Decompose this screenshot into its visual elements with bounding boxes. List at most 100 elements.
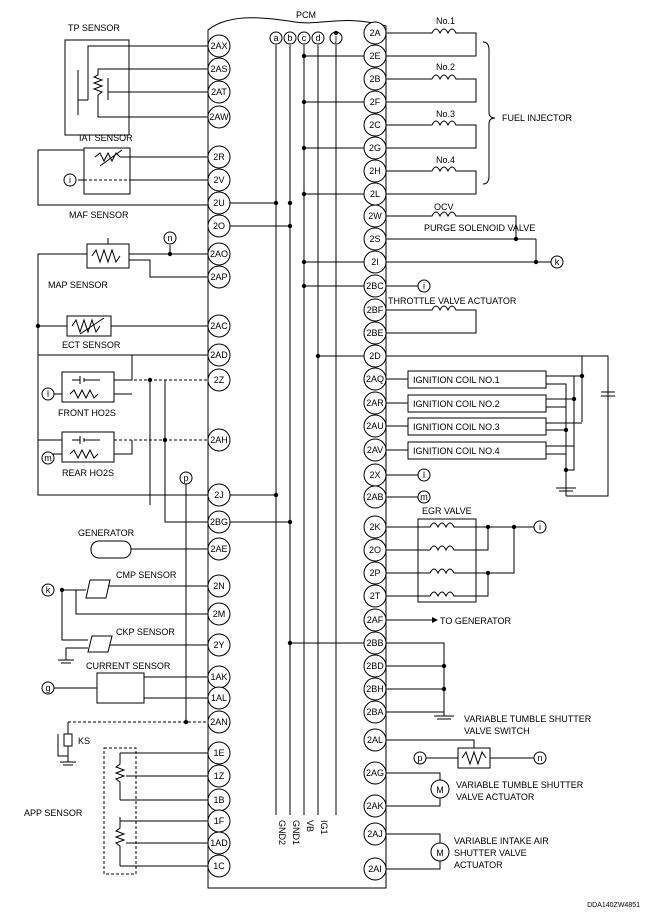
vias-label-2: SHUTTER VALVE <box>454 848 527 858</box>
tp-sensor: TP SENSOR <box>64 23 208 136</box>
current-sensor: CURRENT SENSOR <box>54 661 208 704</box>
pin-left-1z: 1Z <box>207 764 231 788</box>
egr-valve-label: EGR VALVE <box>422 506 472 516</box>
motor-icon: M <box>436 848 444 858</box>
pin-right-2av: 2AV <box>363 438 387 462</box>
svg-text:2T: 2T <box>370 591 381 601</box>
svg-text:2F: 2F <box>370 97 381 107</box>
tp-sensor-label: TP SENSOR <box>68 23 120 33</box>
pin-right-2aj: 2AJ <box>363 822 387 846</box>
generator-label: GENERATOR <box>78 528 135 538</box>
ignition-coil-2: IGNITION COIL NO.2 <box>413 399 500 409</box>
pin-left-2ad: 2AD <box>207 343 231 367</box>
maf-sensor-label: MAF SENSOR <box>69 210 129 220</box>
pin-left-1ad: 1AD <box>207 831 231 855</box>
pin-left-2j: 2J <box>207 483 231 507</box>
pin-right-2al: 2AL <box>363 728 387 752</box>
injector-no4-label: No.4 <box>436 155 455 165</box>
pin-left-2v: 2V <box>207 168 231 192</box>
pin-right-2ai: 2AI <box>363 857 387 881</box>
ckp-sensor-label: CKP SENSOR <box>116 627 175 637</box>
right-pin-column: 2A2E2B2F2C2G2H2L2W2S2I2BC2BF2BE2D2AQ2AR2… <box>363 21 387 881</box>
bus-terminal-b: b <box>283 31 297 45</box>
svg-text:2AT: 2AT <box>211 87 227 97</box>
svg-text:2N: 2N <box>213 581 225 591</box>
map-sensor: MAP SENSOR <box>37 238 208 496</box>
svg-text:2D: 2D <box>369 351 381 361</box>
svg-text:2AE: 2AE <box>210 544 227 554</box>
connector-p-left: p <box>179 471 193 722</box>
svg-text:1F: 1F <box>214 816 225 826</box>
connector-n-right: n <box>533 751 547 765</box>
svg-text:1Z: 1Z <box>214 771 225 781</box>
svg-text:2A: 2A <box>369 28 380 38</box>
bus-label-gnd2: GND2 <box>277 820 287 845</box>
svg-text:2AW: 2AW <box>209 112 229 122</box>
rear-ho2s: REAR HO2S <box>38 380 208 523</box>
cmp-sensor: CMP SENSOR <box>59 570 208 641</box>
svg-text:2I: 2I <box>371 257 379 267</box>
pin-right-2bf: 2BF <box>363 298 387 322</box>
pin-right-2i: 2I <box>363 250 387 274</box>
svg-text:m: m <box>420 492 428 502</box>
pin-left-2n: 2N <box>207 574 231 598</box>
pin-left-1e: 1E <box>207 741 231 765</box>
vias-actuator: M VARIABLE INTAKE AIR SHUTTER VALVE ACTU… <box>386 833 549 870</box>
connector-m-left: m <box>41 451 55 465</box>
egr-valve: EGR VALVE <box>386 506 534 603</box>
svg-text:2BF: 2BF <box>367 305 384 315</box>
motor-icon: M <box>436 785 444 795</box>
pin-left-2u: 2U <box>207 191 231 215</box>
pin-left-2at: 2AT <box>207 80 231 104</box>
ocv-label: OCV <box>434 202 454 212</box>
svg-text:2AI: 2AI <box>368 864 382 874</box>
svg-text:2O: 2O <box>213 221 225 231</box>
current-sensor-label: CURRENT SENSOR <box>86 661 171 671</box>
pin-right-2be: 2BE <box>363 321 387 345</box>
fuel-injector-label: FUEL INJECTOR <box>502 113 573 123</box>
pin-left-2as: 2AS <box>207 57 231 81</box>
pin-right-2af: 2AF <box>363 608 387 632</box>
svg-text:2G: 2G <box>369 143 381 153</box>
pin-left-2aw: 2AW <box>207 105 231 129</box>
svg-text:a: a <box>273 33 278 43</box>
svg-text:2BD: 2BD <box>366 661 384 671</box>
svg-text:2AJ: 2AJ <box>367 829 383 839</box>
app-sensor: APP SENSOR <box>24 747 208 875</box>
svg-text:b: b <box>287 33 292 43</box>
pin-left-2y: 2Y <box>207 633 231 657</box>
rear-ho2s-label: REAR HO2S <box>62 468 114 478</box>
iat-sensor-label: IAT SENSOR <box>79 133 133 143</box>
pin-left-2ah: 2AH <box>207 428 231 452</box>
svg-text:2V: 2V <box>213 175 224 185</box>
pin-left-1al: 1AL <box>207 686 231 710</box>
pin-right-2s: 2S <box>363 227 387 251</box>
map-sensor-label: MAP SENSOR <box>48 280 108 290</box>
front-ho2s-label: FRONT HO2S <box>58 408 116 418</box>
svg-text:2AS: 2AS <box>210 64 227 74</box>
svg-text:2Z: 2Z <box>214 375 225 385</box>
svg-text:i: i <box>69 175 71 185</box>
connector-l-left: l <box>41 387 55 401</box>
pin-left-2ao: 2AO <box>207 242 231 266</box>
bus-terminal-d: d <box>311 31 325 45</box>
ground-bus <box>386 642 454 720</box>
bus-label-ig1: IG1 <box>319 820 329 835</box>
ignition-coil-3: IGNITION COIL NO.3 <box>413 422 500 432</box>
svg-text:2H: 2H <box>369 166 381 176</box>
bus-terminal-a: a <box>269 31 283 45</box>
pin-right-2ak: 2AK <box>363 794 387 818</box>
pin-right-2bb: 2BB <box>363 631 387 655</box>
injector-no2-label: No.2 <box>436 62 455 72</box>
pin-left-2o: 2O <box>207 214 231 238</box>
svg-text:i: i <box>423 281 425 291</box>
ks-label: KS <box>78 736 90 746</box>
svg-text:2AU: 2AU <box>366 421 384 431</box>
pin-right-2ba: 2BA <box>363 700 387 724</box>
fuel-injectors: No.1 No.2 No.3 No.4 FUEL INJECTOR <box>386 16 573 195</box>
svg-text:2BH: 2BH <box>366 684 384 694</box>
pin-right-2f: 2F <box>363 90 387 114</box>
svg-text:2W: 2W <box>368 211 382 221</box>
svg-text:2P: 2P <box>369 568 380 578</box>
pin-left-2ap: 2AP <box>207 265 231 289</box>
